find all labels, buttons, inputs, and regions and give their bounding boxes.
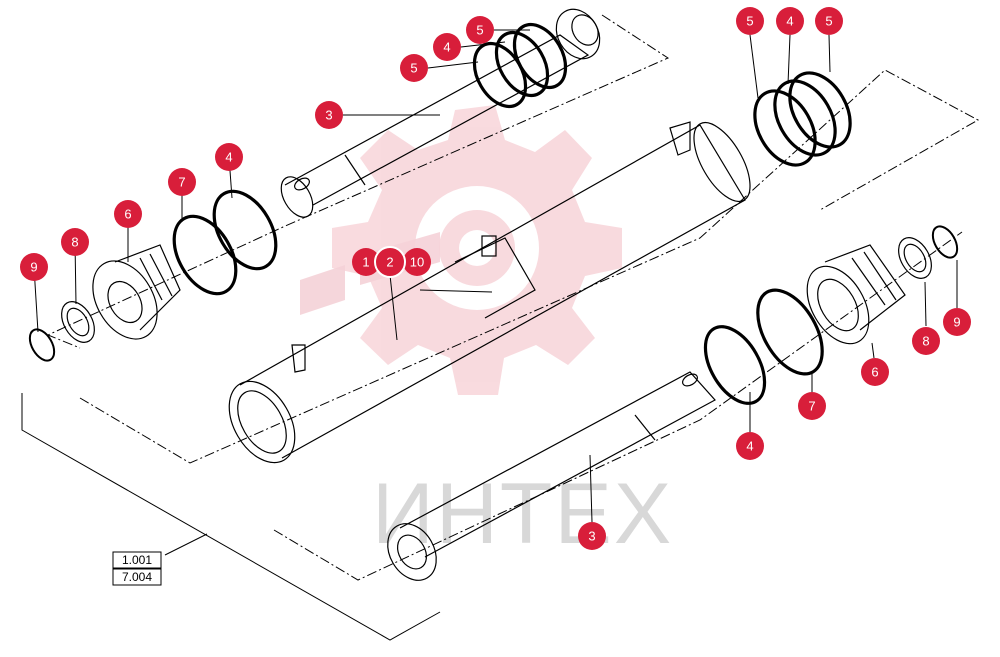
svg-text:6: 6 — [871, 365, 878, 380]
gland-left — [92, 244, 181, 340]
bottom-seal-rings — [703, 288, 824, 405]
callout-9-left: 9 — [20, 253, 48, 281]
piston-rod-bottom — [387, 371, 716, 581]
svg-text:5: 5 — [746, 14, 753, 29]
svg-text:6: 6 — [124, 207, 131, 222]
svg-text:7: 7 — [178, 175, 185, 190]
callout-5-right-a: 5 — [736, 7, 764, 35]
callout-9-right: 9 — [943, 308, 971, 336]
right-seal-rings — [753, 71, 852, 167]
svg-text:3: 3 — [325, 108, 332, 123]
svg-text:8: 8 — [71, 235, 78, 250]
svg-text:2: 2 — [386, 255, 393, 270]
callout-4-left: 4 — [215, 143, 243, 171]
svg-text:7.004: 7.004 — [122, 570, 152, 584]
callout-8-left: 8 — [61, 228, 89, 256]
callout-5-top-a: 5 — [400, 54, 428, 82]
svg-text:1.001: 1.001 — [122, 553, 152, 567]
svg-text:4: 4 — [746, 439, 753, 454]
reference-box-top: 1.001 — [112, 551, 162, 569]
watermark-logo — [332, 105, 622, 395]
callout-2: 2 — [374, 246, 406, 278]
svg-text:3: 3 — [588, 529, 595, 544]
svg-text:8: 8 — [922, 334, 929, 349]
callout-10: 10 — [403, 248, 431, 276]
callout-4-right-top: 4 — [776, 7, 804, 35]
callout-6-right: 6 — [861, 358, 889, 386]
assembly-axis-lines — [46, 14, 980, 581]
svg-text:4: 4 — [225, 150, 232, 165]
callout-5-top-b: 5 — [466, 16, 494, 44]
callout-1: 1 — [352, 248, 380, 276]
top-seal-rings — [472, 22, 568, 109]
callout-8-right: 8 — [912, 327, 940, 355]
callout-4-bottom: 4 — [736, 432, 764, 460]
svg-text:9: 9 — [953, 315, 960, 330]
callout-3-top: 3 — [315, 101, 343, 129]
callout-4-top-ring: 4 — [433, 33, 461, 61]
svg-text:5: 5 — [476, 23, 483, 38]
svg-text:10: 10 — [410, 255, 424, 270]
watermark-text: ИНТЕХ — [372, 466, 673, 562]
svg-text:4: 4 — [443, 40, 450, 55]
left-seal-rings — [172, 189, 278, 296]
assembly-bracket — [21, 393, 441, 641]
right-small-rings — [898, 225, 959, 279]
svg-text:1: 1 — [362, 255, 369, 270]
callout-5-right-b: 5 — [815, 7, 843, 35]
left-small-rings — [28, 301, 95, 362]
svg-text:9: 9 — [30, 260, 37, 275]
gland-right — [806, 244, 906, 345]
callout-7-right: 7 — [798, 392, 826, 420]
callout-7-left: 7 — [168, 168, 196, 196]
piston-rod-top — [280, 8, 601, 218]
svg-text:7: 7 — [808, 399, 815, 414]
svg-text:5: 5 — [825, 14, 832, 29]
svg-text:5: 5 — [410, 61, 417, 76]
callout-3-bottom: 3 — [578, 522, 606, 550]
svg-text:4: 4 — [786, 14, 793, 29]
reference-box-bottom: 7.004 — [112, 568, 162, 586]
cylinder-tube — [228, 121, 751, 464]
callout-6-left: 6 — [114, 200, 142, 228]
